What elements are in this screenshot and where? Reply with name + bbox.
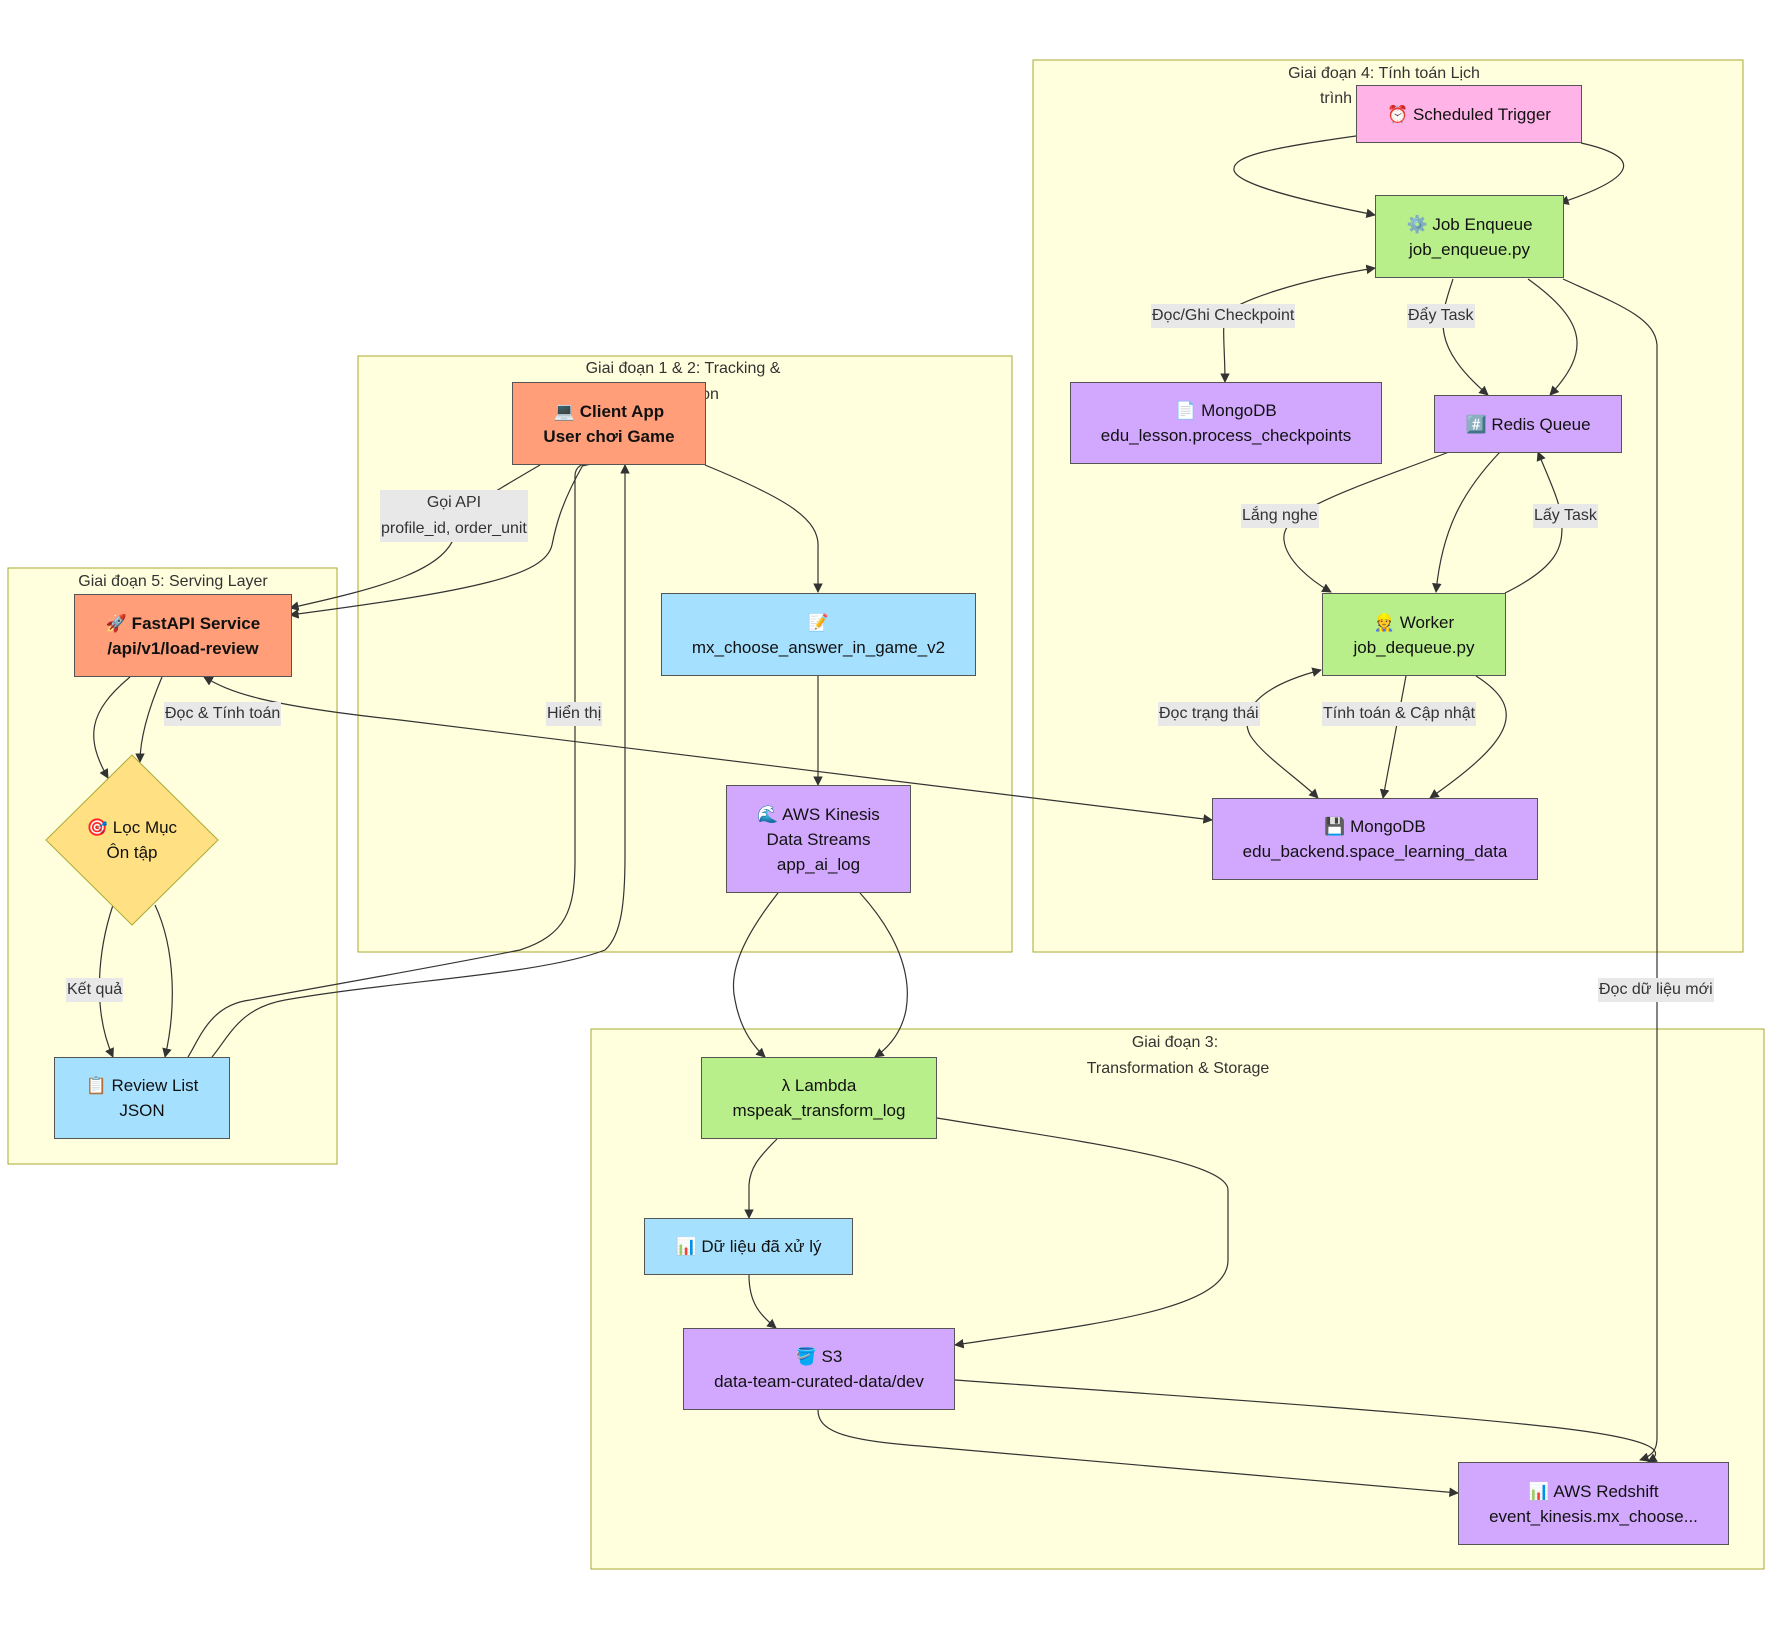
edge-s3-redshift-top (954, 1379, 1658, 1463)
edge-trigger-enqueue-left (1233, 135, 1376, 219)
mongodb-space-learning-node: 💾 MongoDB edu_backend.space_learning_dat… (1212, 798, 1538, 880)
scheduled-trigger-label: ⏰ Scheduled Trigger (1387, 104, 1551, 124)
aws-redshift-node: 📊 AWS Redshift event_kinesis.mx_choose..… (1458, 1462, 1729, 1545)
job-enqueue-node: ⚙️ Job Enqueue job_enqueue.py (1375, 195, 1564, 278)
redis-queue-label: #️⃣ Redis Queue (1465, 414, 1591, 434)
edge-label-compute-update: Tính toán & Cập nhật (1322, 702, 1477, 726)
edge-redis-worker-mid (1432, 451, 1501, 593)
aws-kinesis-node: 🌊 AWS Kinesis Data Streams app_ai_log (726, 785, 911, 893)
edge-label-checkpoint: Đọc/Ghi Checkpoint (1151, 304, 1296, 328)
edge-review-client-display-1 (187, 457, 593, 1058)
filter-review-diamond (45, 754, 219, 926)
edge-fastapi-mongo (203, 676, 1213, 824)
edge-kinesis-lambda-right (859, 892, 908, 1058)
fastapi-service-title: 🚀 FastAPI Service (105, 613, 261, 633)
mongodb-space-learning-collection: edu_backend.space_learning_data (1242, 842, 1508, 861)
cluster-phase3-title-1: Giai đoạn 3: (1132, 1034, 1218, 1051)
s3-bucket: data-team-curated-data/dev (714, 1372, 924, 1391)
worker-node: 👷 Worker job_dequeue.py (1322, 593, 1506, 676)
event-icon: 📝 (807, 612, 830, 632)
scheduled-trigger-node: ⏰ Scheduled Trigger (1356, 85, 1582, 143)
lambda-function: mspeak_transform_log (732, 1101, 906, 1120)
review-list-title: 📋 Review List (85, 1076, 199, 1095)
processed-data-node: 📊 Dữ liệu đã xử lý (644, 1218, 853, 1275)
cluster-phase4-title-2: trình (1320, 90, 1352, 107)
edge-client-fastapi-second (289, 464, 584, 619)
s3-title: 🪣 S3 (795, 1347, 843, 1366)
aws-kinesis-title: 🌊 AWS Kinesis (757, 804, 880, 824)
edge-label-call-api-line1: Gọi API (426, 494, 482, 511)
job-enqueue-file: job_enqueue.py (1408, 239, 1530, 259)
aws-redshift-title: 📊 AWS Redshift (1528, 1481, 1659, 1501)
edge-filter-review-right (154, 904, 173, 1058)
client-app-node: 💻 Client App User chơi Game (512, 382, 706, 465)
fastapi-service-node: 🚀 FastAPI Service /api/v1/load-review (74, 594, 292, 677)
edge-label-read-new-data: Đọc dữ liệu mới (1598, 978, 1714, 1002)
edge-fastapi-filter-right (135, 676, 163, 763)
edge-label-push-task: Đẩy Task (1407, 304, 1475, 328)
client-app-title: 💻 Client App (553, 401, 665, 421)
cluster-phase5-title-1: Giai đoạn 5: Serving Layer (78, 573, 268, 590)
filter-review-text: 🎯 Lọc Mục Ôn tập (45, 754, 219, 926)
worker-title: 👷 Worker (1373, 612, 1455, 632)
mongodb-checkpoints-node: 📄 MongoDB edu_lesson.process_checkpoints (1070, 382, 1382, 464)
worker-file: job_dequeue.py (1353, 637, 1475, 657)
edge-label-call-api: Gọi API profile_id, order_unit (380, 490, 528, 542)
s3-node: 🪣 S3 data-team-curated-data/dev (683, 1328, 955, 1410)
fastapi-service-endpoint: /api/v1/load-review (107, 638, 259, 658)
filter-review-subtitle: Ôn tập (106, 843, 158, 862)
edge-client-event (704, 464, 823, 593)
mongodb-checkpoints-collection: edu_lesson.process_checkpoints (1100, 426, 1352, 445)
edge-label-listen: Lắng nghe (1241, 504, 1319, 528)
edge-label-result: Kết quả (66, 978, 124, 1002)
edge-label-call-api-line2: profile_id, order_unit (381, 520, 527, 537)
processed-data-label: 📊 Dữ liệu đã xử lý (675, 1237, 822, 1256)
edge-worker-mongo-read (1246, 667, 1322, 799)
mongodb-space-learning-title: 💾 MongoDB (1324, 817, 1426, 836)
edge-worker-mongo-compute (1379, 675, 1407, 799)
redis-queue-node: #️⃣ Redis Queue (1434, 395, 1622, 453)
cluster-phase4-title-1: Giai đoạn 4: Tính toán Lịch (1288, 65, 1480, 82)
cluster-phase3-title-2: Transformation & Storage (1087, 1060, 1270, 1077)
edge-worker-mongo-right (1429, 675, 1507, 799)
lambda-title: λ Lambda (781, 1076, 857, 1095)
edge-enqueue-redis-push (1442, 278, 1489, 396)
edge-kinesis-lambda-left (732, 892, 779, 1058)
mongodb-checkpoints-title: 📄 MongoDB (1175, 401, 1277, 420)
edge-s3-redshift-bottom (817, 1409, 1459, 1498)
aws-kinesis-stream: app_ai_log (776, 854, 861, 874)
edge-review-client-display-2 (211, 464, 630, 1058)
aws-redshift-table: event_kinesis.mx_choose... (1489, 1506, 1698, 1526)
aws-kinesis-subtitle: Data Streams (766, 829, 871, 849)
edge-label-take-task: Lấy Task (1533, 504, 1598, 528)
client-app-subtitle: User chơi Game (543, 426, 675, 446)
edge-trigger-enqueue-right (1559, 142, 1625, 205)
edge-label-display: Hiển thị (546, 702, 603, 726)
event-node: 📝 mx_choose_answer_in_game_v2 (661, 593, 976, 676)
cluster-phase12-title-1: Giai đoạn 1 & 2: Tracking & (586, 360, 781, 377)
filter-review-decision: 🎯 Lọc Mục Ôn tập (45, 754, 219, 926)
review-list-node: 📋 Review List JSON (54, 1057, 230, 1139)
lambda-node: λ Lambda mspeak_transform_log (701, 1057, 937, 1139)
edge-redis-worker-listen (1283, 451, 1450, 593)
edge-label-read-state: Đọc trạng thái (1158, 702, 1260, 726)
job-enqueue-title: ⚙️ Job Enqueue (1406, 214, 1533, 234)
edge-enqueue-redis-right (1527, 278, 1578, 396)
edge-processed-s3 (748, 1274, 777, 1329)
edge-lambda-processed (744, 1138, 778, 1219)
edge-lambda-s3 (936, 1117, 1229, 1349)
edge-fastapi-filter-left (93, 676, 131, 779)
filter-review-title: 🎯 Lọc Mục (86, 818, 178, 837)
review-list-format: JSON (119, 1101, 165, 1120)
edge-label-read-compute: Đọc & Tính toán (164, 702, 282, 726)
event-name: mx_choose_answer_in_game_v2 (691, 637, 946, 657)
